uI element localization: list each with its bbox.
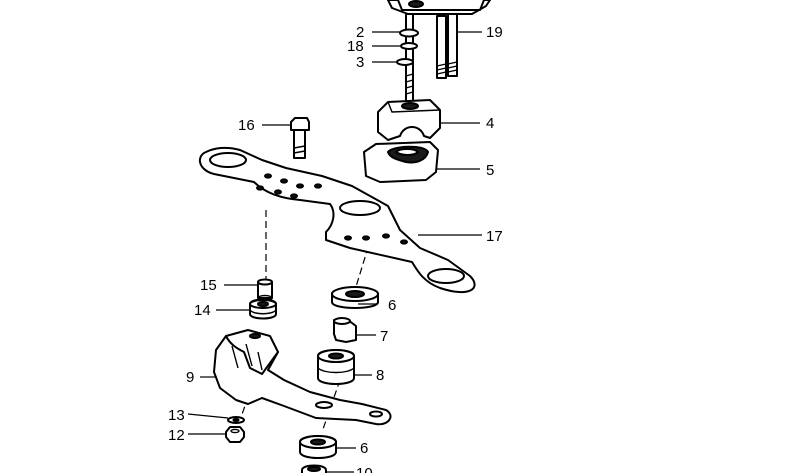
callout-2: 2 (356, 24, 364, 41)
washer-2 (399, 28, 419, 38)
callout-3: 3 (356, 54, 364, 71)
callout-16: 16 (238, 117, 255, 134)
washer-13-hole (232, 418, 240, 422)
washer-18 (400, 42, 418, 50)
clamp-lower-5 (363, 141, 439, 183)
callout-13: 13 (168, 407, 185, 424)
callout-15: 15 (200, 277, 217, 294)
stud-bolt-pair (436, 13, 458, 79)
rubber-mount-6-upper (331, 286, 379, 309)
long-bolt (405, 13, 414, 103)
washer-10 (301, 464, 327, 473)
callout-14: 14 (194, 302, 211, 319)
rubber-bush-8 (317, 349, 355, 385)
callout-10: 10 (356, 465, 373, 473)
bridge-plate-17 (198, 146, 476, 293)
callout-17: 17 (486, 228, 503, 245)
callout-19: 19 (486, 24, 503, 41)
callout-9: 9 (186, 369, 194, 386)
bolt-16 (290, 117, 310, 159)
top-bracket (387, 0, 491, 15)
callout-6b: 6 (360, 440, 368, 457)
spacer-15 (257, 278, 273, 302)
callout-18: 18 (347, 38, 364, 55)
clamp-upper-4 (377, 99, 441, 141)
leader-13 (187, 413, 229, 419)
lower-bracket-9 (213, 329, 392, 426)
rubber-mount-6-lower (299, 435, 337, 459)
callout-7: 7 (380, 328, 388, 345)
callout-12: 12 (168, 427, 185, 444)
callout-6a: 6 (388, 297, 396, 314)
callout-8: 8 (376, 367, 384, 384)
callout-5: 5 (486, 162, 494, 179)
sleeve-7 (333, 317, 357, 343)
callout-4: 4 (486, 115, 494, 132)
spring-washer-3 (396, 58, 414, 66)
nut-12 (225, 426, 245, 443)
rubber-bush-14 (249, 298, 277, 320)
